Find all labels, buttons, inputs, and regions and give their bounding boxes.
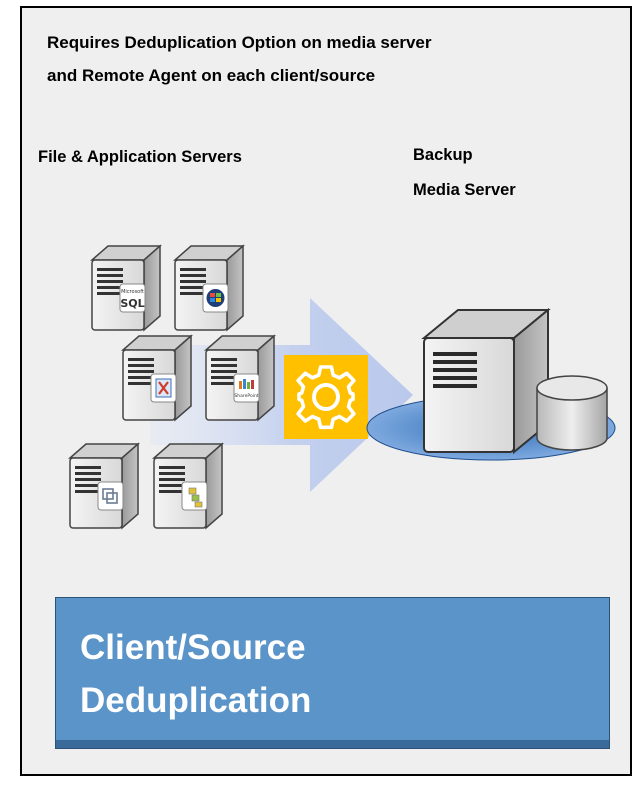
server-label-line-2: Media Server — [413, 181, 516, 199]
callout-box: Client/Source Deduplication — [55, 597, 610, 749]
client-server-file — [153, 443, 223, 529]
sql-icon: SQL — [120, 297, 144, 310]
client-server-sql: Microsoft SQL — [91, 245, 161, 331]
deduplication-gear — [284, 355, 368, 439]
callout-line-2: Deduplication — [80, 681, 312, 720]
storage-cylinder-icon — [536, 375, 608, 451]
file-server-icon — [188, 487, 203, 508]
client-server-vmware — [69, 443, 139, 529]
requirement-line-2: and Remote Agent on each client/source — [47, 66, 376, 85]
callout-line-1: Client/Source — [80, 628, 306, 667]
client-server-exchange — [122, 335, 192, 421]
requirement-line-1: Requires Deduplication Option on media s… — [47, 33, 432, 52]
vmware-icon — [102, 488, 118, 504]
backup-media-server — [366, 307, 616, 461]
windows-icon — [206, 289, 225, 307]
sharepoint-icon: SharePoint — [234, 379, 259, 399]
client-server-sharepoint: SharePoint — [205, 335, 275, 421]
client-server-windows — [174, 245, 244, 331]
server-label-line-1: Backup — [413, 146, 473, 164]
clients-label: File & Application Servers — [38, 148, 242, 166]
svg-text:Microsoft: Microsoft — [121, 289, 144, 295]
gear-icon — [296, 365, 356, 430]
svg-text:SharePoint: SharePoint — [234, 393, 258, 399]
